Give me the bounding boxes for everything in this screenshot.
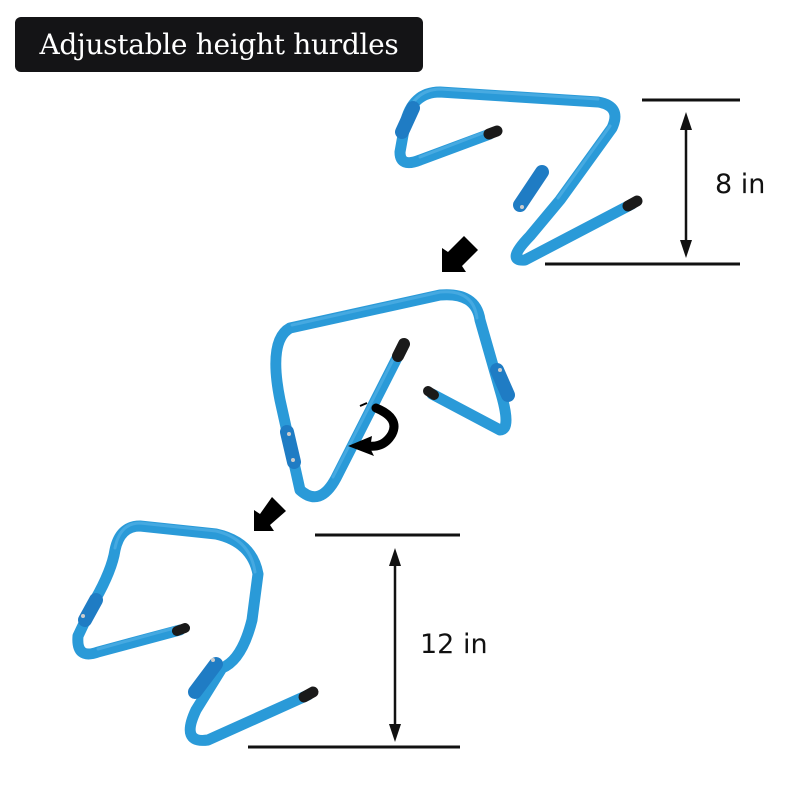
hurdle-12in (72, 520, 319, 746)
dimension-label-8in: 8 in (715, 169, 765, 200)
arrow-down-icon (389, 724, 401, 742)
rotate-arrow-icon (348, 402, 399, 456)
arrow-down-icon (680, 240, 692, 258)
end-cap-icon (298, 686, 319, 703)
title-banner: Adjustable height hurdles (15, 17, 423, 72)
end-cap-icon (392, 338, 410, 362)
hurdle-8in (394, 86, 643, 266)
sleeve-left (395, 101, 420, 139)
end-cap-icon (172, 623, 190, 636)
sleeve-right (188, 657, 223, 699)
dimension-8in: 8 in (545, 98, 765, 266)
arrow-up-icon (389, 548, 401, 566)
end-cap-icon (483, 125, 503, 140)
hurdle-folding (270, 289, 515, 503)
sleeve-left (78, 593, 103, 627)
dimension-label-12in: 12 in (420, 629, 488, 660)
sleeve-right (490, 363, 515, 402)
end-cap-icon (423, 386, 439, 400)
arrow-up-icon (680, 112, 692, 130)
down-left-arrow-icon (442, 236, 478, 272)
title-text: Adjustable height hurdles (39, 28, 399, 61)
end-cap-icon (622, 195, 643, 212)
dimension-12in: 12 in (248, 533, 488, 749)
down-left-arrow-icon (254, 497, 286, 531)
sleeve-right (513, 165, 549, 212)
sleeve-left (280, 425, 301, 469)
